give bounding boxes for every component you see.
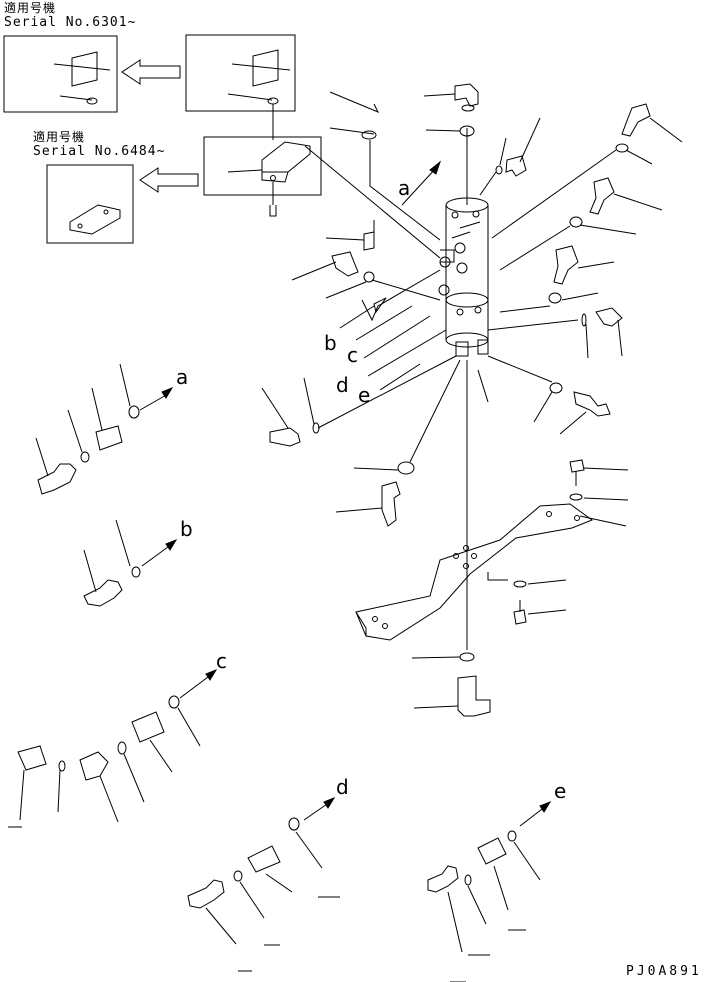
callout-a-group: a [176, 365, 188, 389]
swivel-joint-body [439, 198, 488, 356]
callout-c-group: c [216, 649, 227, 673]
callout-c-center: c [347, 343, 358, 367]
leader-ticks [8, 827, 526, 982]
small-fitting-top-right [480, 118, 540, 195]
callout-e-center: e [358, 383, 370, 407]
callout-d-group: d [336, 775, 349, 799]
bottom-fitting [412, 653, 490, 716]
callout-b-group: b [180, 517, 193, 541]
bracket-plate [356, 504, 592, 640]
lower-joint-fittings [262, 356, 610, 526]
applicable-model-label-2: 適用号機 [33, 130, 86, 144]
callout-arrows-center [340, 162, 446, 390]
arrow-left-2 [140, 168, 198, 192]
group-e-fittings [428, 802, 550, 952]
inset-detail-serial-6484 [47, 165, 133, 243]
inset-detail-serial-6301 [4, 36, 117, 112]
callout-b-center: b [324, 331, 337, 355]
group-d-fittings [188, 798, 334, 944]
group-b-fittings [84, 520, 176, 606]
serial-number-2: Serial No.6484~ [33, 144, 166, 159]
left-upper-fittings [292, 92, 440, 300]
right-upper-fittings [488, 104, 682, 358]
applicable-model-label-1: 適用号機 [4, 1, 57, 15]
serial-number-1: Serial No.6301~ [4, 15, 137, 30]
bolts-washers [514, 460, 628, 624]
callout-a-center: a [398, 176, 410, 200]
top-elbow-fitting [424, 84, 478, 136]
arrow-left-1 [122, 60, 180, 84]
inset-detail-bracket [204, 137, 440, 258]
drawing-code: PJ0A891 [626, 964, 702, 979]
callout-d-center: d [336, 373, 349, 397]
group-a-fittings [36, 364, 172, 494]
callout-e-group: e [554, 779, 566, 803]
inset-detail-current [186, 35, 295, 140]
group-c-fittings [18, 670, 216, 822]
